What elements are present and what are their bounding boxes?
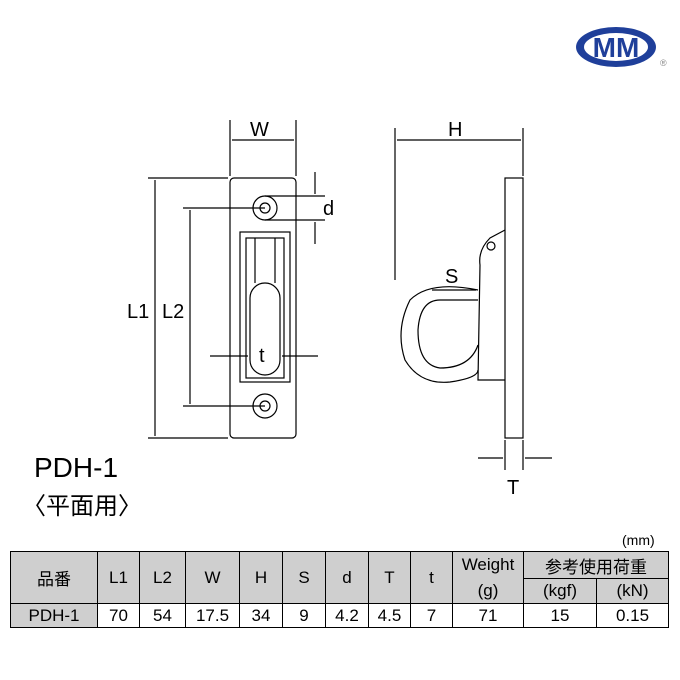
header-T: T bbox=[368, 551, 411, 604]
label-H: H bbox=[448, 119, 462, 141]
header-d: d bbox=[325, 551, 369, 604]
header-S: S bbox=[282, 551, 326, 604]
spec-table: 品番 L1 L2 W H S d T t Weight 参考使用荷重 (g) (… bbox=[10, 551, 669, 628]
cell-part: PDH-1 bbox=[10, 603, 98, 628]
header-weight: Weight bbox=[452, 551, 524, 579]
label-L2: L2 bbox=[162, 301, 184, 323]
cell-d: 4.2 bbox=[325, 603, 369, 628]
model-name: PDH-1 bbox=[34, 452, 119, 483]
header-W: W bbox=[185, 551, 240, 604]
header-load: 参考使用荷重 bbox=[523, 551, 669, 579]
header-L2: L2 bbox=[139, 551, 186, 604]
label-T: T bbox=[507, 477, 519, 499]
cell-L2: 54 bbox=[139, 603, 186, 628]
header-weight-unit: (g) bbox=[452, 578, 524, 604]
mm-logo: MM bbox=[576, 27, 656, 67]
header-t: t bbox=[410, 551, 453, 604]
header-L1: L1 bbox=[97, 551, 140, 604]
label-L1: L1 bbox=[127, 301, 149, 323]
label-W: W bbox=[250, 119, 269, 141]
table-row: PDH-1 70 54 17.5 34 9 4.2 4.5 7 71 15 0.… bbox=[10, 603, 669, 628]
label-d: d bbox=[323, 198, 334, 220]
header-kgf: (kgf) bbox=[523, 578, 597, 604]
header-H: H bbox=[239, 551, 283, 604]
header-kn: (kN) bbox=[596, 578, 669, 604]
cell-L1: 70 bbox=[97, 603, 140, 628]
cell-H: 34 bbox=[239, 603, 283, 628]
view-label: 〈平面用〉 bbox=[22, 493, 142, 520]
cell-W: 17.5 bbox=[185, 603, 240, 628]
technical-drawing: W H d L1 L2 S t T bbox=[127, 119, 552, 499]
header-part: 品番 bbox=[10, 551, 98, 604]
cell-t: 7 bbox=[410, 603, 453, 628]
cell-kgf: 15 bbox=[523, 603, 597, 628]
svg-text:MM: MM bbox=[593, 32, 640, 63]
cell-weight: 71 bbox=[452, 603, 524, 628]
cell-kn: 0.15 bbox=[596, 603, 669, 628]
unit-label: (mm) bbox=[622, 532, 655, 548]
cell-S: 9 bbox=[282, 603, 326, 628]
label-S: S bbox=[445, 266, 458, 288]
registered-mark: ® bbox=[660, 58, 667, 68]
label-t: t bbox=[259, 345, 265, 367]
cell-T: 4.5 bbox=[368, 603, 411, 628]
